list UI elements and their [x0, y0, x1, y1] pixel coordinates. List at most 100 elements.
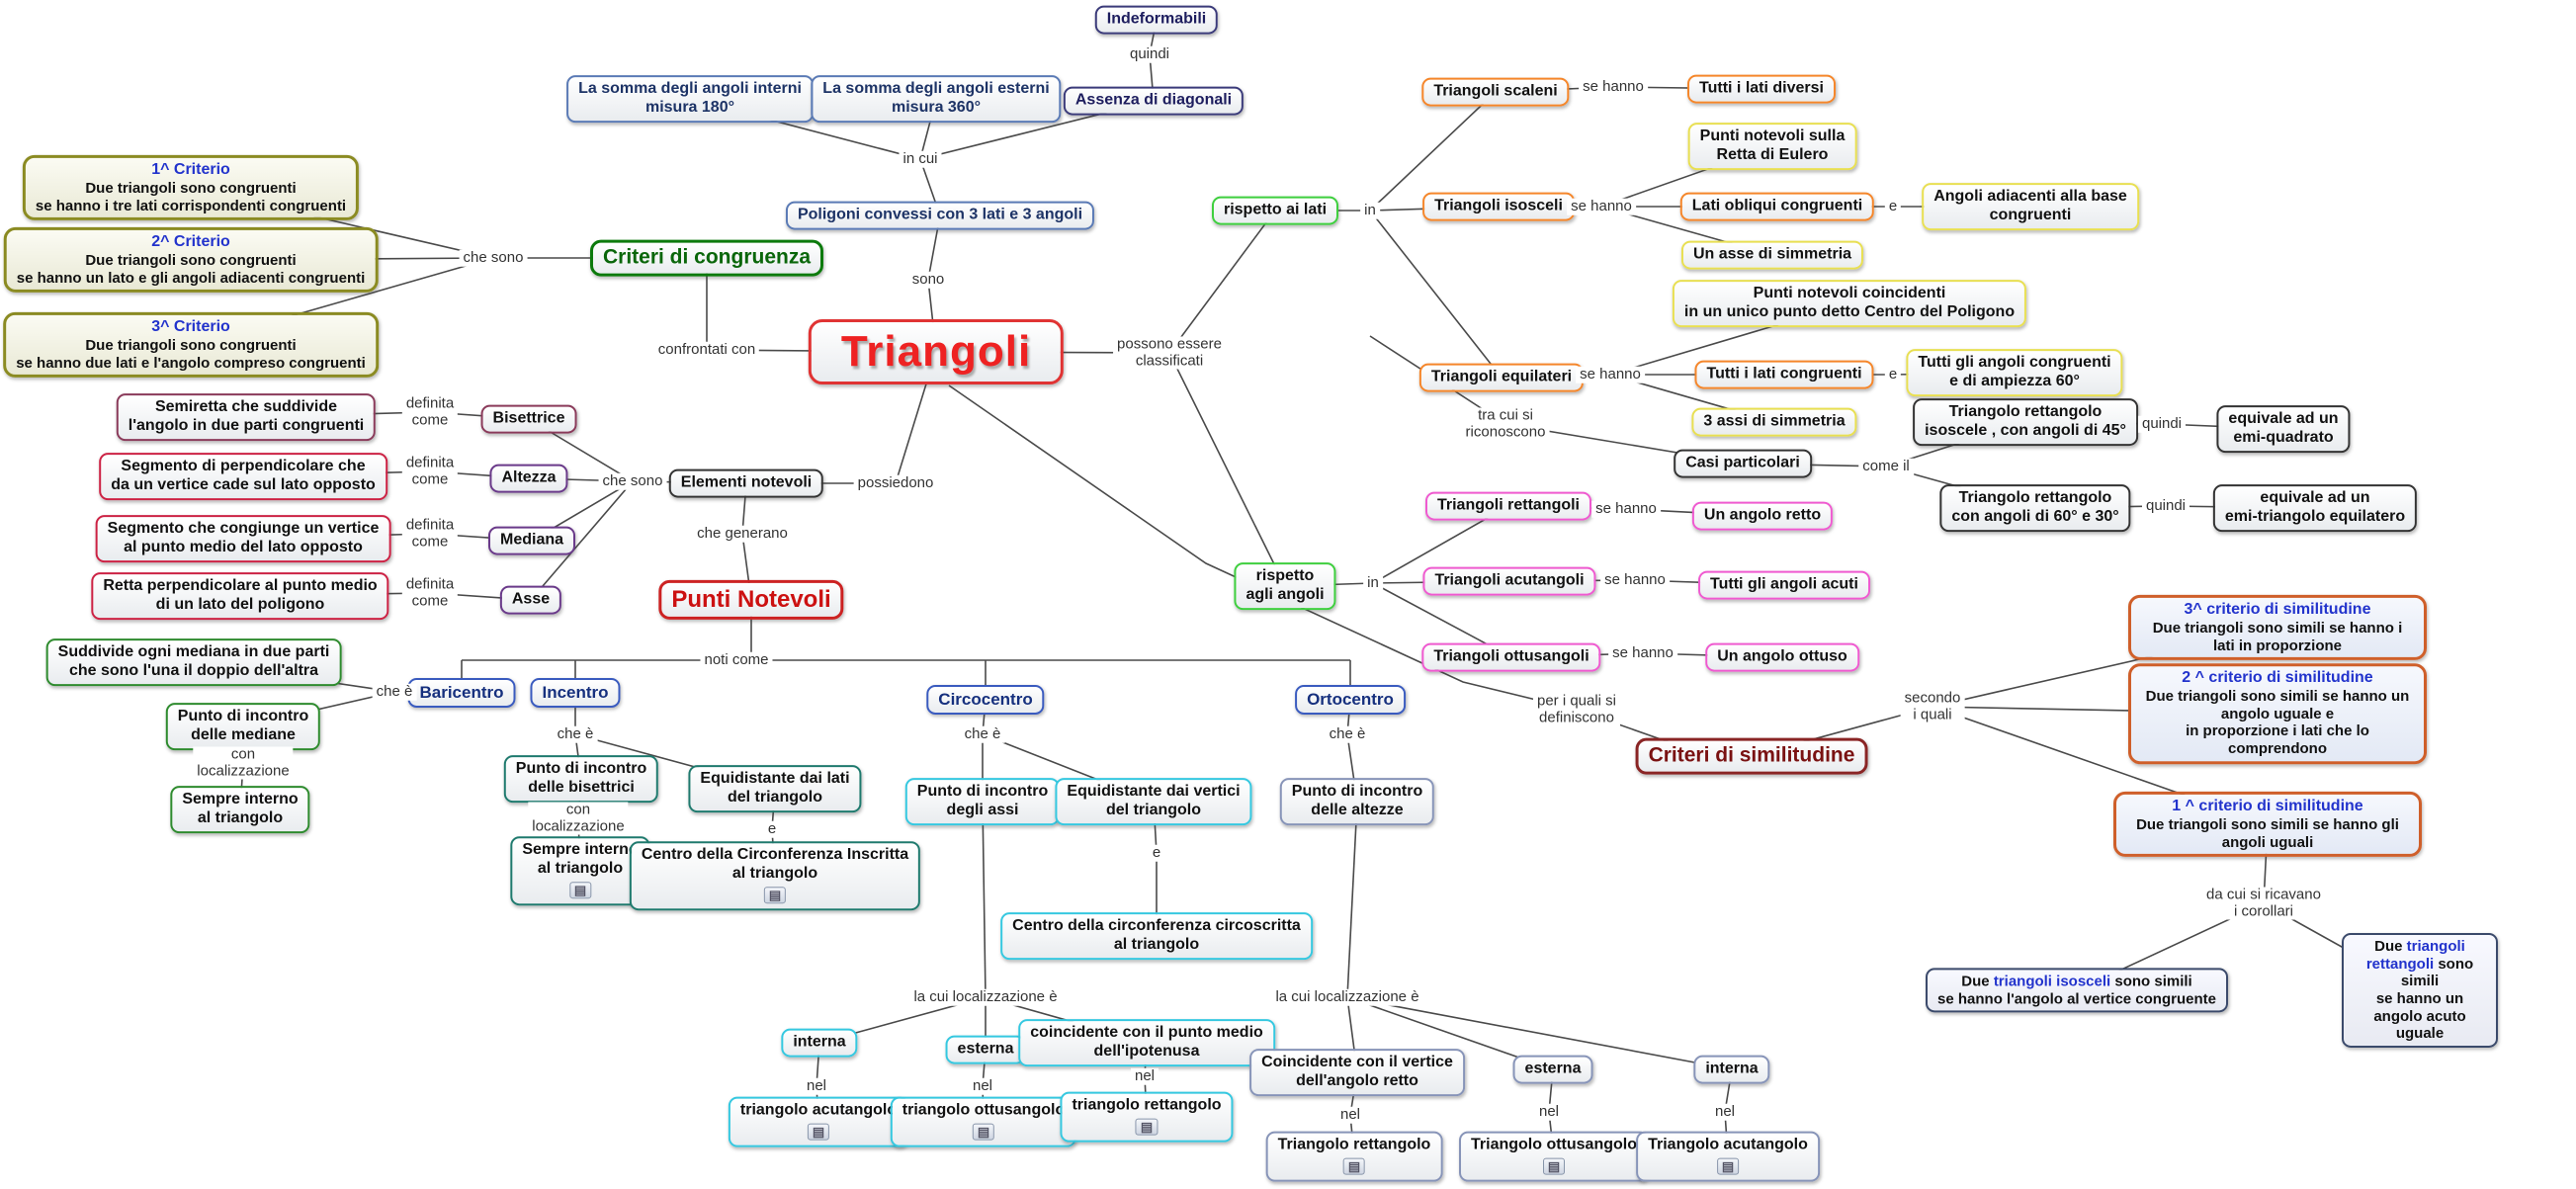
node-indeformabili[interactable]: Indeformabili: [1094, 5, 1219, 35]
node-interna-ortocentro[interactable]: interna: [1693, 1055, 1770, 1084]
connector-line[interactable]: [1369, 335, 1744, 465]
node-centro-circonferenza-inscritta[interactable]: Centro della Circonferenza Inscritta al …: [629, 841, 921, 910]
node-un-angolo-ottuso[interactable]: Un angolo ottuso: [1705, 642, 1859, 672]
node-triangoli-ottusangoli[interactable]: Triangoli ottusangoli: [1421, 642, 1601, 672]
node-rettangolo-isoscele-45[interactable]: Triangolo rettangolo isoscele , con ango…: [1913, 398, 2138, 446]
resource-icon[interactable]: ▤: [1135, 1118, 1159, 1136]
node-un-angolo-retto[interactable]: Un angolo retto: [1691, 501, 1834, 531]
node-corollario-rettangoli[interactable]: Due triangoli rettangoli sono simili se …: [2342, 932, 2498, 1049]
node-coincidente-vertice[interactable]: Coincidente con il vertice dell'angolo r…: [1249, 1049, 1465, 1096]
node-semiretta[interactable]: Semiretta che suddivide l'angolo in due …: [116, 393, 377, 441]
node-punto-incontro-mediane[interactable]: Punto di incontro delle mediane: [165, 703, 321, 750]
resource-icon[interactable]: ▤: [807, 1123, 830, 1141]
node-circocentro[interactable]: Circocentro: [926, 684, 1045, 716]
node-criteri-similitudine[interactable]: Criteri di similitudine: [1635, 737, 1868, 775]
node-segmento-perpendicolare[interactable]: Segmento di perpendicolare che da un ver…: [99, 453, 387, 500]
node-triangoli-isosceli[interactable]: Triangoli isosceli: [1422, 192, 1575, 221]
node-mediana[interactable]: Mediana: [487, 526, 576, 555]
node-bisettrice[interactable]: Bisettrice: [480, 404, 577, 434]
node-punto-incontro-altezze[interactable]: Punto di incontro delle altezze: [1279, 778, 1435, 825]
node-criterio-similitudine-2-text: Due triangoli sono simili se hanno un an…: [2145, 688, 2410, 758]
node-casi-particolari[interactable]: Casi particolari: [1674, 449, 1812, 478]
node-punti-eulero[interactable]: Punti notevoli sulla Retta di Eulero: [1687, 123, 1857, 170]
node-criteri-congruenza[interactable]: Criteri di congruenza: [589, 239, 824, 277]
node-somma-interni[interactable]: La somma degli angoli interni misura 180…: [566, 75, 814, 123]
node-triangoli-rettangoli[interactable]: Triangoli rettangoli: [1424, 491, 1592, 521]
node-poligoni-convessi-text: Poligoni convessi con 3 lati e 3 angoli: [797, 206, 1083, 223]
node-asse[interactable]: Asse: [499, 585, 562, 615]
node-tutti-lati-congruenti[interactable]: Tutti i lati congruenti: [1694, 360, 1874, 389]
connector-line[interactable]: [1168, 210, 1276, 354]
node-triangoli-acutangoli[interactable]: Triangoli acutangoli: [1422, 566, 1596, 596]
resource-icon[interactable]: ▤: [1716, 1157, 1740, 1175]
lbl-se-hanno-3: se hanno: [1576, 366, 1645, 383]
node-sempre-interno-incentro[interactable]: Sempre interno al triangolo▤: [510, 836, 650, 905]
node-esterna-circocentro[interactable]: esterna: [945, 1035, 1026, 1064]
node-angoli-adiacenti-base[interactable]: Angoli adiacenti alla base congruenti: [1922, 183, 2139, 230]
node-esterna-ortocentro[interactable]: esterna: [1512, 1055, 1593, 1084]
node-corollario-isosceli[interactable]: Due triangoli isosceli sono simili se ha…: [1926, 968, 2228, 1013]
node-rettangolo-60-30[interactable]: Triangolo rettangolo con angoli di 60° e…: [1939, 484, 2131, 532]
node-punto-incontro-assi[interactable]: Punto di incontro degli assi: [904, 778, 1061, 825]
node-triangoli-scaleni[interactable]: Triangoli scaleni: [1421, 77, 1570, 107]
node-equidistante-lati[interactable]: Equidistante dai lati del triangolo: [688, 765, 862, 812]
node-centro-circonferenza-circoscritta[interactable]: Centro della circonferenza circoscritta …: [1000, 912, 1313, 960]
connector-line[interactable]: [530, 480, 634, 601]
node-tre-assi-simmetria[interactable]: 3 assi di simmetria: [1691, 407, 1857, 437]
node-triangolo-rettangolo-circ[interactable]: triangolo rettangolo▤: [1060, 1091, 1234, 1143]
node-tutti-lati-diversi[interactable]: Tutti i lati diversi: [1687, 74, 1836, 104]
connector-line[interactable]: [1369, 91, 1497, 212]
resource-icon[interactable]: ▤: [1342, 1157, 1366, 1175]
resource-icon[interactable]: ▤: [763, 886, 787, 903]
node-emi-quadrato[interactable]: equivale ad un emi-quadrato: [2216, 405, 2351, 453]
node-somma-esterni[interactable]: La somma degli angoli esterni misura 360…: [811, 75, 1062, 123]
node-lati-obliqui[interactable]: Lati obliqui congruenti: [1679, 192, 1875, 221]
connector-line[interactable]: [1168, 352, 1286, 587]
node-punti-coincidenti[interactable]: Punti notevoli coincidenti in un unico p…: [1672, 280, 2027, 327]
node-triangolo-acutangolo-circ[interactable]: triangolo acutangolo▤: [728, 1096, 909, 1147]
node-incentro[interactable]: Incentro: [530, 677, 621, 709]
node-ortocentro[interactable]: Ortocentro: [1295, 684, 1406, 716]
node-sempre-interno-baricentro[interactable]: Sempre interno al triangolo: [170, 786, 310, 833]
node-assenza-diagonali[interactable]: Assenza di diagonali: [1063, 86, 1245, 116]
node-suddivide-mediana[interactable]: Suddivide ogni mediana in due parti che …: [45, 638, 342, 686]
node-interna-circocentro[interactable]: interna: [781, 1028, 858, 1058]
node-tutti-angoli-acuti[interactable]: Tutti gli angoli acuti: [1698, 570, 1870, 600]
node-corollario-rettangoli-part-0: Due: [2374, 937, 2407, 955]
node-rispetto-agli-angoli[interactable]: rispetto agli angoli: [1234, 562, 1336, 610]
node-retta-perpendicolare[interactable]: Retta perpendicolare al punto medio di u…: [91, 572, 389, 620]
connector-line[interactable]: [982, 801, 987, 998]
node-tutti-angoli-congruenti[interactable]: Tutti gli angoli congruenti e di ampiezz…: [1906, 349, 2123, 396]
resource-icon[interactable]: ▤: [1542, 1157, 1566, 1175]
node-triangolo-rettangolo-orto[interactable]: Triangolo rettangolo▤: [1265, 1131, 1443, 1182]
node-triangolo-ottusangolo-orto[interactable]: Triangolo ottusangolo▤: [1459, 1131, 1649, 1182]
node-segmento-congiunge[interactable]: Segmento che congiunge un vertice al pun…: [95, 515, 391, 562]
node-punti-notevoli[interactable]: Punti Notevoli: [658, 579, 844, 621]
resource-icon[interactable]: ▤: [972, 1123, 995, 1141]
node-poligoni-convessi[interactable]: Poligoni convessi con 3 lati e 3 angoli: [785, 201, 1095, 230]
node-punto-incontro-bisettrici[interactable]: Punto di incontro delle bisettrici: [503, 755, 659, 803]
lbl-e-4-text: e: [1888, 365, 1898, 382]
node-triangolo-acutangolo-orto[interactable]: Triangolo acutangolo▤: [1636, 1131, 1820, 1182]
connector-line[interactable]: [1346, 801, 1358, 998]
node-asse-simmetria[interactable]: Un asse di simmetria: [1680, 240, 1864, 270]
node-coincidente-ipotenusa[interactable]: coincidente con il punto medio dell'ipot…: [1018, 1019, 1275, 1066]
node-altezza[interactable]: Altezza: [489, 464, 568, 493]
node-baricentro[interactable]: Baricentro: [407, 677, 516, 709]
node-triangoli-equilateri[interactable]: Triangoli equilateri: [1418, 363, 1585, 392]
resource-icon[interactable]: ▤: [568, 881, 592, 898]
node-elementi-notevoli[interactable]: Elementi notevoli: [668, 468, 824, 498]
node-emi-triangolo-equilatero[interactable]: equivale ad un emi-triangolo equilatero: [2212, 484, 2418, 532]
node-equidistante-vertici[interactable]: Equidistante dai vertici del triangolo: [1055, 778, 1252, 825]
node-rispetto-ai-lati[interactable]: rispetto ai lati: [1211, 196, 1339, 225]
connector-line[interactable]: [1346, 996, 1733, 1070]
connector-line[interactable]: [1369, 210, 1503, 379]
node-triangolo-ottusangolo-circ[interactable]: triangolo ottusangolo▤: [890, 1096, 1077, 1147]
node-triangoli[interactable]: Triangoli: [808, 319, 1065, 384]
